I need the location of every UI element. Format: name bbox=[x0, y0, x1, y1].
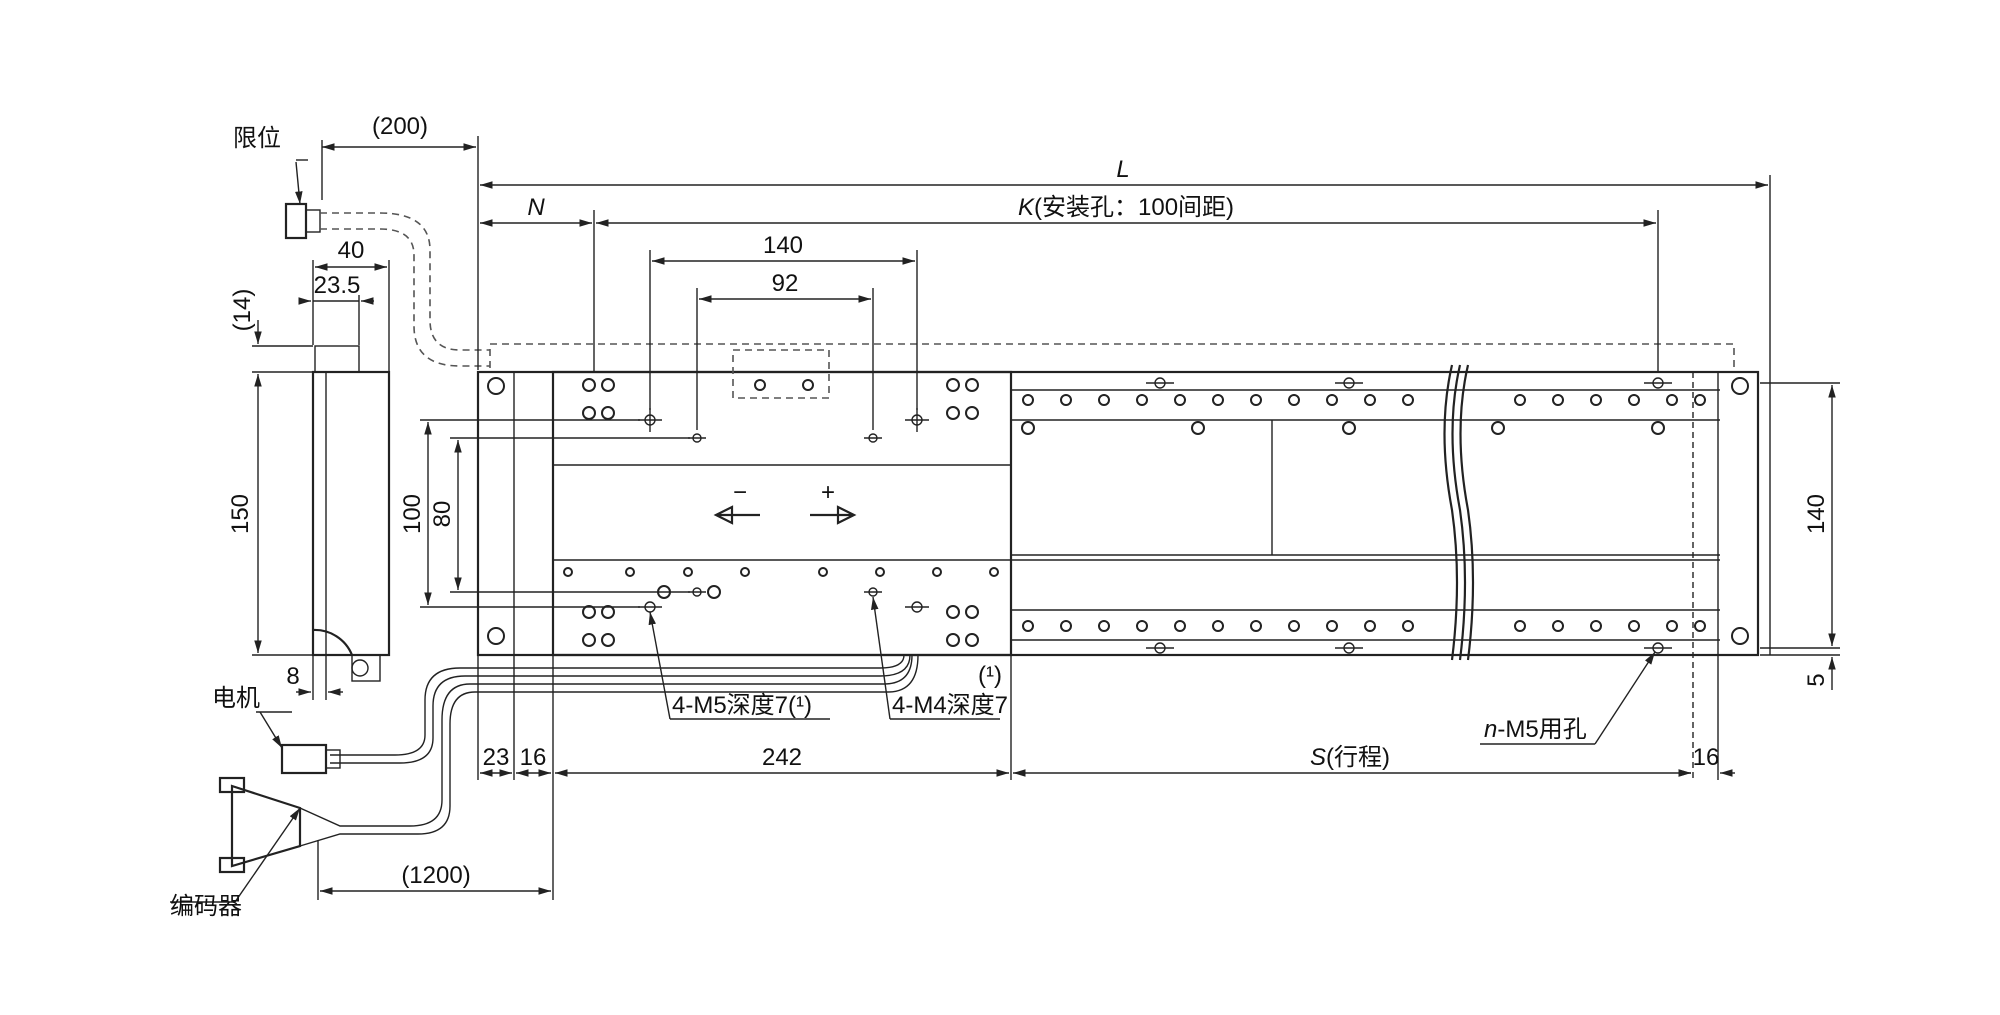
dim-92: 92 bbox=[772, 270, 799, 297]
dim-K-rest: (安装孔：100间距) bbox=[1034, 194, 1234, 221]
label-limit: 限位 bbox=[233, 125, 281, 152]
label-holes-m4-note: (¹) bbox=[978, 662, 1002, 689]
actuator-body bbox=[476, 349, 1760, 661]
label-n-rest: -M5用孔 bbox=[1497, 716, 1586, 743]
dim-16-left: 16 bbox=[520, 744, 547, 771]
dim-S-rest: (行程) bbox=[1326, 744, 1390, 771]
dim-140-right: 140 bbox=[1803, 494, 1830, 534]
dim-14: (14) bbox=[229, 289, 256, 332]
dim-80: 80 bbox=[429, 501, 456, 528]
dim-S-letter: S bbox=[1310, 744, 1326, 771]
dim-N: N bbox=[527, 194, 545, 221]
dim-K: K(安装孔：100间距) bbox=[1018, 194, 1234, 221]
dimension-lines bbox=[252, 136, 1840, 900]
dim-K-letter: K bbox=[1018, 194, 1035, 221]
encoder-cable bbox=[218, 654, 919, 874]
dim-100: 100 bbox=[399, 494, 426, 534]
dim-23: 23 bbox=[483, 744, 510, 771]
motor-cable bbox=[280, 654, 911, 775]
dim-150: 150 bbox=[227, 494, 254, 534]
dim-200: (200) bbox=[372, 113, 428, 140]
dim-23-5: 23.5 bbox=[314, 272, 361, 299]
dim-40: 40 bbox=[338, 237, 365, 264]
limit-cable bbox=[284, 202, 1735, 373]
label-holes-m5: 4-M5深度7(¹) bbox=[672, 692, 812, 719]
label-motor: 电机 bbox=[212, 685, 260, 712]
dim-8: 8 bbox=[286, 663, 299, 690]
label-holes-m4: 4-M4深度7 bbox=[892, 692, 1008, 719]
dim-242: 242 bbox=[762, 744, 802, 771]
plus-symbol: + bbox=[821, 479, 835, 506]
dim-L: L bbox=[1116, 156, 1129, 183]
dim-S: S(行程) bbox=[1310, 744, 1390, 771]
dim-16-right: 16 bbox=[1693, 744, 1720, 771]
motor-side-view bbox=[311, 345, 391, 682]
dim-5: 5 bbox=[1803, 673, 1830, 686]
label-encoder: 编码器 bbox=[170, 893, 242, 920]
label-n-holes: n-M5用孔 bbox=[1484, 716, 1587, 743]
minus-symbol: − bbox=[733, 479, 747, 506]
leader-lines bbox=[170, 159, 1656, 903]
label-n-italic: n bbox=[1484, 716, 1497, 743]
dim-1200: (1200) bbox=[401, 862, 470, 889]
dim-140-top: 140 bbox=[763, 232, 803, 259]
